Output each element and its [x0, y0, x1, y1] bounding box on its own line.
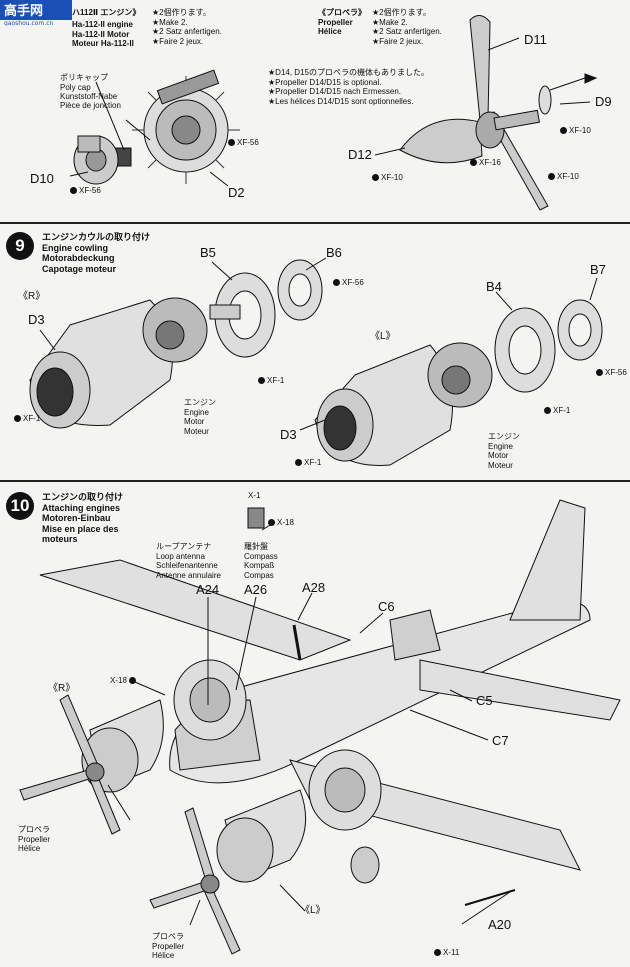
antenna-mast-icon [292, 624, 302, 661]
part-a24: A24 [196, 582, 220, 597]
part-a28: A28 [302, 580, 326, 595]
paint-xf16: XF-16 [470, 158, 501, 167]
cowl-ring-b5-icon [209, 272, 276, 358]
engine-r-icon [142, 297, 208, 363]
step10-side-l: 《L》 [300, 905, 326, 916]
side-l-label: 《L》 [370, 331, 396, 342]
engine-make2-note: ★2個作ります。 ★Make 2. ★2 Satz anfertigen. ★F… [152, 8, 222, 46]
cooling-fan-b6-icon [277, 259, 323, 321]
part-d10: D10 [30, 171, 54, 186]
paint-xf10-blade: XF-10 [548, 172, 579, 181]
paint-xf56-b6: XF-56 [333, 278, 364, 287]
part-d9: D9 [595, 94, 612, 109]
paint-xf1-l-ring: XF-1 [544, 406, 570, 415]
part-b4: B4 [486, 279, 502, 294]
part-d3-l: D3 [280, 427, 297, 442]
paint-x18-compass: X-18 [268, 518, 294, 527]
propeller-optional-note: ★D14, D15のプロペラの機体もありました。 ★Propeller D14/… [268, 68, 429, 106]
cowl-ring-b4-icon [494, 307, 556, 393]
propeller-title: 《プロペラ》 Propeller Hélice [318, 8, 366, 36]
side-r-label: 《R》 [18, 291, 46, 302]
polycap-jp: ポリキャップ [60, 73, 108, 82]
engine-title: ハ112Ⅱ エンジン》 [72, 8, 141, 17]
part-d11: D11 [524, 32, 547, 47]
part-b7: B7 [590, 262, 606, 277]
cooling-fan-b7-icon [557, 299, 603, 361]
propeller-label-r: プロペラ Propeller Hélice [18, 825, 51, 853]
part-d12: D12 [348, 147, 372, 162]
paint-xf1-r-cowl: XF-1 [14, 414, 40, 423]
step-9-number: 9 [6, 232, 34, 260]
engine-label-r: エンジン Engine Motor Moteur [184, 398, 216, 436]
cowling-l-icon [314, 344, 453, 466]
polycap-de: Kunststoff-Nabe [60, 92, 118, 101]
step10-side-r: 《R》 [48, 683, 76, 694]
watermark-logo: 高手网 gaoshou.com.cn [0, 0, 72, 27]
paint-xf56-d10: XF-56 [70, 186, 101, 195]
svg-text:gaoshou.com.cn: gaoshou.com.cn [4, 20, 53, 26]
svg-text:高手网: 高手网 [4, 3, 43, 19]
divider-step9 [0, 222, 630, 224]
propeller-assembly-icon [399, 15, 552, 211]
propeller-l-icon [149, 807, 241, 955]
step-9-title: エンジンカウルの取り付け Engine cowling Motorabdecku… [42, 232, 151, 274]
nacelle-l-icon [216, 749, 382, 884]
propeller-make2-note: ★2個作ります。 ★Make 2. ★2 Satz anfertigen. ★F… [372, 8, 442, 46]
loop-antenna-label: ループアンテナ Loop antenna Schleifenantenne An… [156, 542, 221, 580]
paint-x11: X-11 [434, 948, 459, 957]
paint-x1: X-1 [248, 491, 261, 500]
part-b6: B6 [326, 245, 342, 260]
engine-names: Ha-112-II engine Ha-112-II Motor Moteur … [72, 20, 134, 48]
part-d2: D2 [228, 185, 245, 200]
part-c7: C7 [492, 733, 509, 748]
part-c6: C6 [378, 599, 395, 614]
gearbox-d10-icon [73, 135, 119, 185]
paint-xf56-engine: XF-56 [228, 138, 259, 147]
step-10-title: エンジンの取り付け Attaching engines Motoren-Einb… [42, 492, 124, 544]
paint-xf10-d9: XF-10 [560, 126, 591, 135]
part-c5: C5 [476, 693, 493, 708]
step-10-number: 10 [6, 492, 34, 520]
radial-engine-icon [132, 69, 240, 184]
compass-label: 羅針盤 Compass Kompaß Compas [244, 542, 278, 580]
propeller-label-l: プロペラ Propeller Hélice [152, 932, 185, 960]
polycap-fr: Pièce de jonction [60, 101, 121, 110]
polycap-en: Poly cap [60, 83, 91, 92]
paint-x18-nacelle: X-18 [110, 676, 138, 685]
engine-label-l: エンジン Engine Motor Moteur [488, 432, 520, 470]
part-a20: A20 [488, 917, 512, 932]
compass-icon [247, 507, 265, 529]
part-b5: B5 [200, 245, 216, 260]
engine-l-icon [427, 342, 493, 408]
paint-xf10-spinner: XF-10 [372, 173, 403, 182]
part-d3-r: D3 [28, 312, 45, 327]
paint-xf1-l-cowl: XF-1 [295, 458, 321, 467]
paint-xf56-b7: XF-56 [596, 368, 627, 377]
pitot-tube-a20-icon [464, 889, 516, 906]
divider-step10 [0, 480, 630, 482]
part-a26: A26 [244, 582, 268, 597]
paint-xf1-r-ring: XF-1 [258, 376, 284, 385]
propeller-r-icon [19, 694, 121, 835]
